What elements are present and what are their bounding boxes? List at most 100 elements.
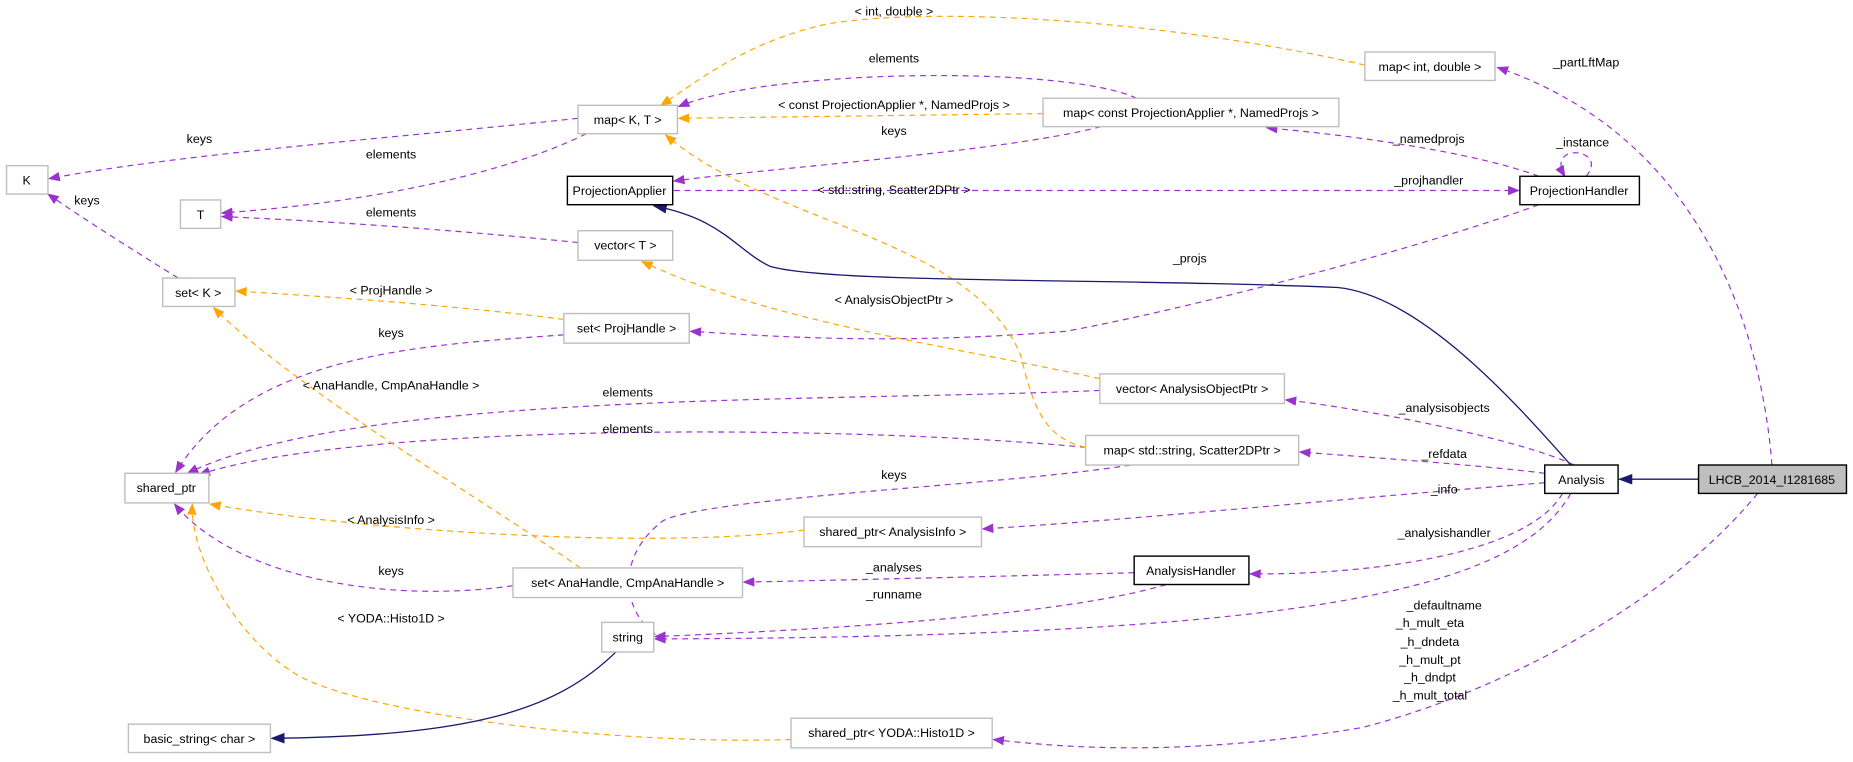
edge-label: elements [869,52,919,66]
svg-text:vector< AnalysisObjectPtr >: vector< AnalysisObjectPtr > [1116,382,1268,396]
edge-label: _analysishandler [1397,526,1491,540]
edge-analyses [742,572,1135,587]
edge-label: < YODA::Histo1D > [337,611,444,625]
svg-text:T: T [197,208,205,222]
edge-label: _projs [1172,252,1207,266]
node-basic-string[interactable]: basic_string< char > [127,723,272,754]
svg-text:shared_ptr< YODA::Histo1D >: shared_ptr< YODA::Histo1D > [808,726,975,740]
edge-vectort-elements [220,212,579,244]
node-analysis-handler[interactable]: AnalysisHandler [1133,555,1250,586]
svg-text:K: K [23,174,32,188]
edge-label: _h_dndeta [1400,635,1460,649]
svg-text:set< AnaHandle, CmpAnaHandle >: set< AnaHandle, CmpAnaHandle > [531,576,724,590]
svg-text:AnalysisHandler: AnalysisHandler [1146,564,1236,578]
edge-setk-keys [46,193,179,279]
edge-inherit-basic-string [270,651,617,744]
edge-namedprojs [1265,124,1540,177]
edge-label: elements [366,148,416,162]
edge-histos [992,493,1759,749]
node-string[interactable]: string [600,621,655,653]
nodes: map< int, double > map< K, T > map< cons… [5,51,1848,754]
node-map-k-t[interactable]: map< K, T > [577,104,679,135]
svg-text:map< std::string, Scatter2DPtr: map< std::string, Scatter2DPtr > [1104,443,1281,457]
node-map-pa-np[interactable]: map< const ProjectionApplier *, NamedPro… [1042,97,1340,128]
edge-label: _info [1430,482,1458,496]
svg-text:ProjectionHandler: ProjectionHandler [1530,184,1629,198]
edge-int-double [659,15,1366,106]
edge-map-pa-keys [672,126,1102,185]
edge-projhandle [234,286,564,321]
edge-map-pa-elements [677,74,1137,108]
node-analysis[interactable]: Analysis [1544,464,1619,495]
edge-projs [689,204,1540,340]
node-set-k[interactable]: set< K > [162,277,236,308]
edge-partlftmap [1496,66,1773,466]
edge-label: keys [881,124,907,138]
edge-label: elements [603,385,653,399]
node-set-projhandle[interactable]: set< ProjHandle > [563,312,690,344]
svg-text:string: string [613,630,643,644]
edge-label: _refdata [1420,447,1467,461]
svg-text:Analysis: Analysis [1558,473,1604,487]
edge-label: < AnalysisObjectPtr > [835,293,954,307]
node-map-string-scatter2dptr[interactable]: map< std::string, Scatter2DPtr > [1084,434,1300,466]
svg-text:set< ProjHandle >: set< ProjHandle > [577,321,676,335]
edge-analysisinfo [208,501,805,539]
node-projection-applier[interactable]: ProjectionApplier [566,175,674,206]
node-shared-ptr-histo1d[interactable]: shared_ptr< YODA::Histo1D > [790,717,993,749]
edge-anahandle [212,306,581,569]
edge-vectoraop-elements [186,389,1100,474]
edge-setanahandle-keys [173,503,514,592]
node-vector-t[interactable]: vector< T > [577,230,674,262]
svg-text:map< const ProjectionApplier *: map< const ProjectionApplier *, NamedPro… [1063,106,1319,120]
edge-mapkt-elements [220,133,587,217]
edge-label: keys [881,468,907,482]
node-shared-ptr[interactable]: shared_ptr [124,472,210,504]
edge-label: _analysisobjects [1398,401,1490,415]
svg-text:ProjectionApplier: ProjectionApplier [573,184,667,198]
edge-label: < AnalysisInfo > [347,513,435,527]
edge-label: _h_mult_total [1392,688,1468,702]
edge-aop [640,260,1100,380]
svg-text:vector< T >: vector< T > [594,239,656,253]
edge-runname [653,583,1167,641]
edge-label: < int, double > [855,4,934,18]
node-vector-analysisobjectptr[interactable]: vector< AnalysisObjectPtr > [1099,373,1286,405]
edge-mapstring-elements [198,431,1086,476]
node-projection-handler[interactable]: ProjectionHandler [1519,175,1641,206]
edge-label: _analyses [865,561,922,575]
edge-label: _partLftMap [1552,55,1619,69]
edge-label: _h_mult_eta [1395,616,1464,630]
edge-label: < const ProjectionApplier *, NamedProjs … [778,98,1010,112]
edge-inherit-projection-applier [652,203,1572,466]
svg-text:shared_ptr< AnalysisInfo >: shared_ptr< AnalysisInfo > [819,525,966,539]
node-k[interactable]: K [5,164,49,195]
edge-label: _projhandler [1393,174,1463,188]
edge-label: _instance [1555,136,1609,150]
svg-text:shared_ptr: shared_ptr [137,481,196,495]
edge-setprojhandle-keys [175,334,564,474]
edge-label: < std::string, Scatter2DPtr > [817,183,970,197]
edge-string-s2d [664,134,1086,448]
edge-label: keys [378,564,404,578]
edge-info [981,482,1545,534]
edge-analysisobjects [1284,396,1575,466]
edge-mapstring-keys [628,464,1131,635]
node-shared-ptr-analysisinfo[interactable]: shared_ptr< AnalysisInfo > [803,516,983,548]
node-set-anahandle[interactable]: set< AnaHandle, CmpAnaHandle > [512,567,744,599]
edge-defaultname [653,493,1572,644]
edge-refdata [1298,448,1545,474]
edge-label: elements [603,422,653,436]
edge-label: _runname [865,588,922,602]
node-lhcb-2014-i1281685[interactable]: LHCB_2014_I1281685 [1697,464,1848,495]
edge-label: _namedprojs [1392,132,1465,146]
edge-label: _defaultname [1406,598,1482,612]
node-map-int-double[interactable]: map< int, double > [1364,51,1496,82]
edge-label: _h_mult_pt [1398,653,1461,667]
edge-histo1d [187,502,792,741]
node-t[interactable]: T [179,199,222,230]
svg-text:basic_string< char >: basic_string< char > [144,732,256,746]
edge-label: elements [366,206,416,220]
edge-label: keys [74,194,100,208]
